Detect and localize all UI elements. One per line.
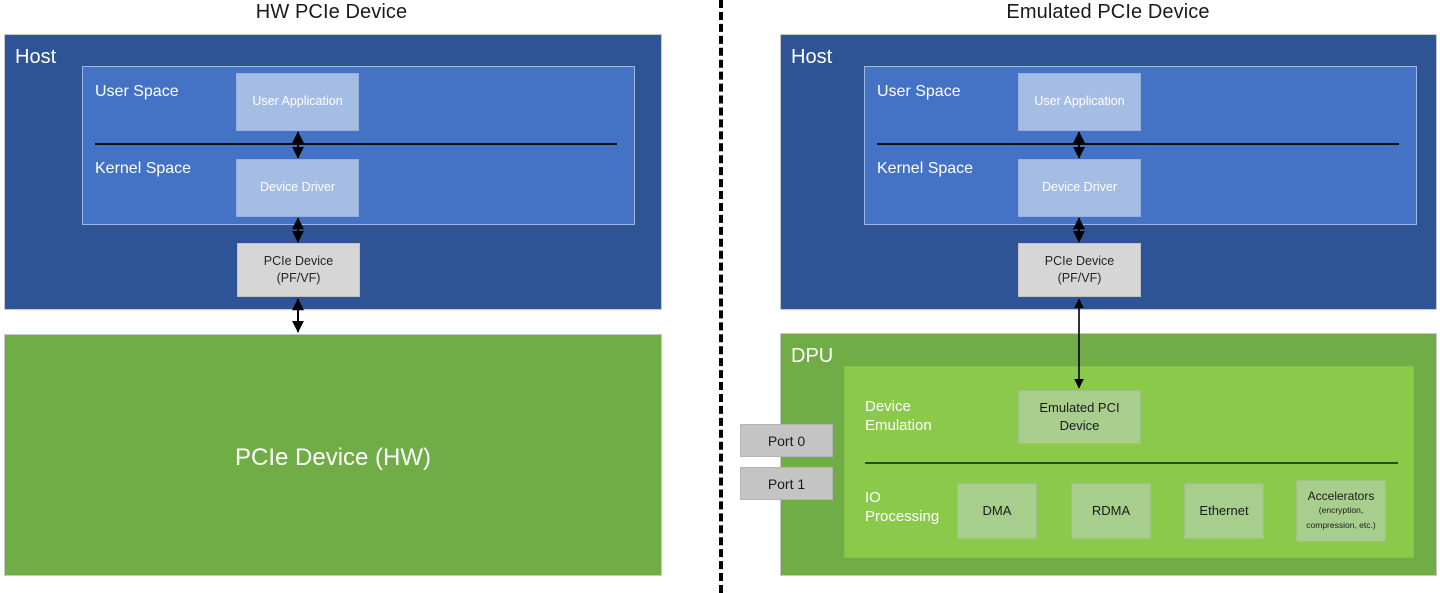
pcie-device-line2-emulated: (PF/VF) <box>1057 271 1102 285</box>
io-processing-row-label: IO Processing <box>865 489 940 525</box>
io-block-ethernet: Ethernet <box>1184 483 1264 539</box>
emulated-pci-device-line2: Device <box>1059 418 1100 433</box>
io-block-dma-label: DMA <box>982 503 1012 519</box>
device-driver-box-emulated: Device Driver <box>1018 159 1141 217</box>
user-space-label-emulated: User Space <box>877 83 961 100</box>
io-block-dma: DMA <box>957 483 1037 539</box>
io-block-rdma: RDMA <box>1071 483 1151 539</box>
panel-title-emulated: Emulated PCIe Device <box>1006 1 1210 23</box>
user-application-box-emulated: User Application <box>1018 73 1141 131</box>
dpu-row-divider <box>865 462 1398 464</box>
kernel-space-label-hw: Kernel Space <box>95 160 192 177</box>
panel-divider <box>719 0 723 593</box>
port-1-box: Port 1 <box>740 467 833 500</box>
pcie-device-box-hw: PCIe Device (PF/VF) <box>237 243 360 297</box>
io-block-rdma-label: RDMA <box>1091 503 1131 519</box>
pcie-device-line1-emulated: PCIe Device <box>1044 254 1115 269</box>
device-emulation-row-label: Device Emulation <box>865 398 932 434</box>
io-block-accelerators-label: Accelerators <box>1307 488 1375 503</box>
space-divider-hw <box>95 143 617 145</box>
host-label-hw: Host <box>15 46 57 68</box>
io-block-ethernet-label: Ethernet <box>1199 503 1249 519</box>
port-0-box: Port 0 <box>740 424 833 457</box>
io-block-accelerators-note2: compression, etc.) <box>1306 519 1376 530</box>
emulated-pci-device-line1: Emulated PCI <box>1039 400 1120 416</box>
user-space-label-hw: User Space <box>95 83 179 100</box>
panel-title-hw: HW PCIe Device <box>255 1 408 23</box>
kernel-space-label-emulated: Kernel Space <box>877 160 974 177</box>
user-application-box-hw: User Application <box>236 73 359 131</box>
pcie-device-box-emulated: PCIe Device (PF/VF) <box>1018 243 1141 297</box>
pcie-device-line2-hw: (PF/VF) <box>276 271 321 285</box>
pcie-device-line1-hw: PCIe Device <box>263 254 334 269</box>
pcie-device-hw-label: PCIe Device (HW) <box>234 444 432 471</box>
io-block-accelerators-note1: (encryption, <box>1318 505 1364 516</box>
space-divider-emulated <box>877 143 1399 145</box>
device-driver-box-hw: Device Driver <box>236 159 359 217</box>
pcie-device-hw-container: PCIe Device (HW) <box>4 334 662 576</box>
io-block-accelerators: Accelerators (encryption, compression, e… <box>1296 480 1386 542</box>
dpu-label: DPU <box>791 345 834 367</box>
host-label-emulated: Host <box>791 46 833 68</box>
emulated-pci-device-box: Emulated PCI Device <box>1018 390 1141 444</box>
